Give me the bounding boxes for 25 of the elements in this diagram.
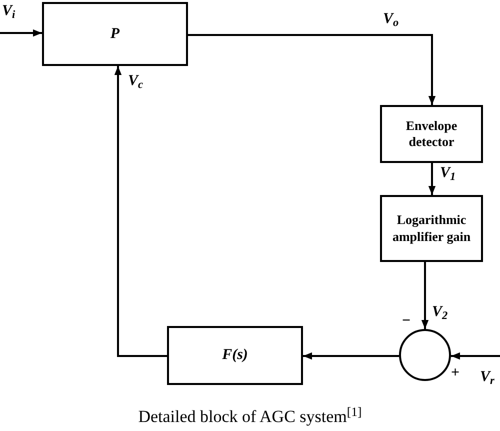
block xyxy=(167,326,303,385)
arrow xyxy=(428,163,436,195)
block-label: F(s) xyxy=(221,346,249,365)
block xyxy=(380,105,483,163)
arrow xyxy=(114,66,167,357)
arrow xyxy=(421,262,429,329)
edge-label: V$_{c}$ xyxy=(128,74,144,89)
caption: Detailed block of AGC system$^{[1]}$ xyxy=(137,408,363,425)
summing-junction xyxy=(399,329,451,381)
edge-label: V$_{r}$ xyxy=(480,370,494,385)
block-label: P xyxy=(109,24,121,44)
arrow xyxy=(451,352,500,360)
block-label: Envelope detector xyxy=(404,118,458,150)
edge-label: V$_{o}$ xyxy=(383,12,399,27)
edge-label: V$_{1}$ xyxy=(440,166,456,181)
edge-label: V$_{i}$ xyxy=(2,4,16,19)
sign-label: − xyxy=(402,314,411,329)
arrow xyxy=(188,34,436,105)
arrow xyxy=(0,29,42,37)
block xyxy=(380,195,483,262)
sign-label: + xyxy=(451,366,460,381)
block xyxy=(42,2,188,66)
edge-label: V$_{2}$ xyxy=(432,305,448,320)
block-label: Logarithmic amplifier gain xyxy=(391,212,472,245)
arrow xyxy=(303,352,399,360)
